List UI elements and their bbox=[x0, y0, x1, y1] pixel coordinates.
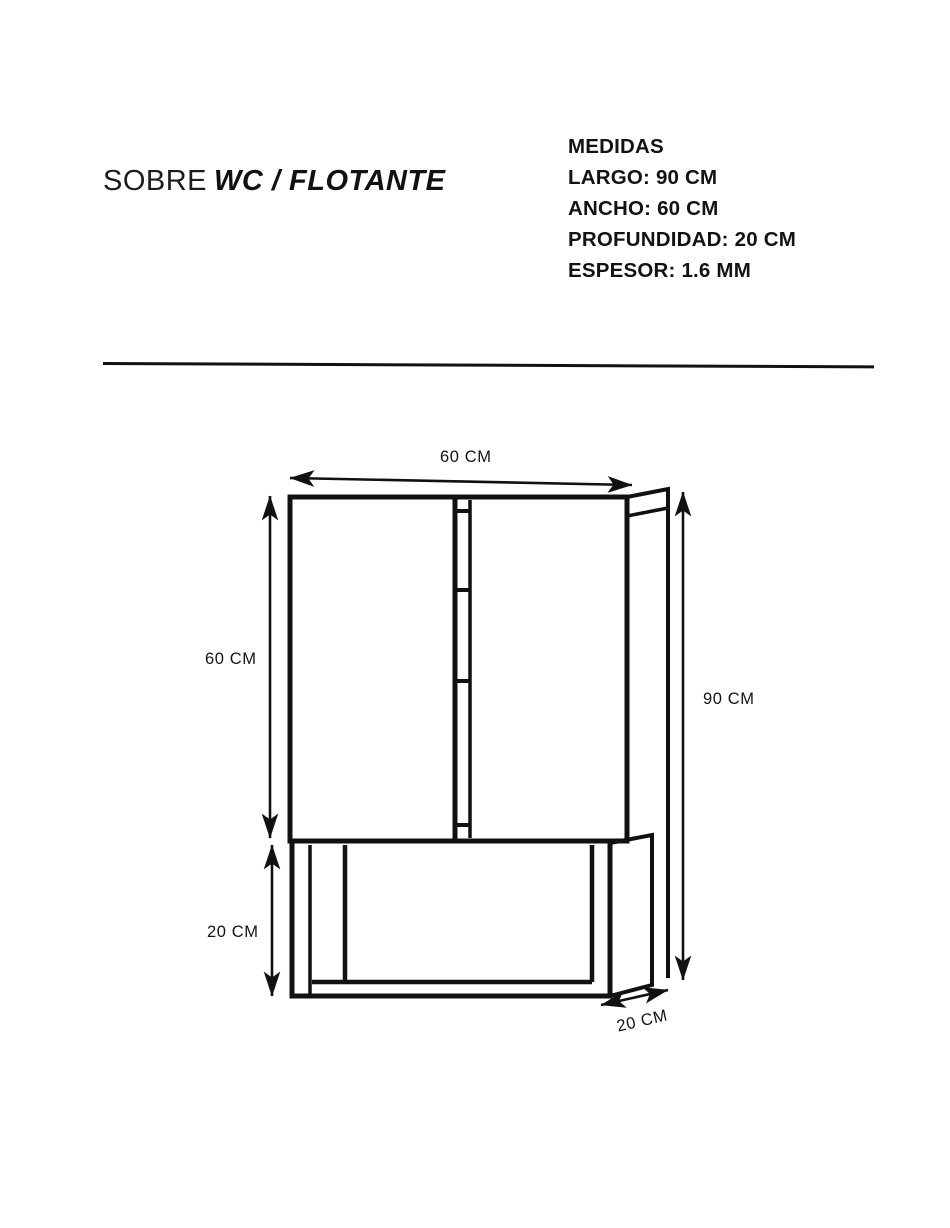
dimension-label-left-upper-height: 60 CM bbox=[205, 650, 257, 668]
measurements-heading: MEDIDAS bbox=[568, 135, 664, 158]
dimension-depth bbox=[600, 987, 669, 1008]
dimension-label-right-total-height: 90 CM bbox=[703, 690, 755, 708]
measurement-largo: LARGO: 90 CM bbox=[568, 166, 718, 189]
upper-cabinet-body bbox=[287, 494, 630, 844]
door-center-stile bbox=[452, 497, 472, 841]
measurement-ancho: ANCHO: 60 CM bbox=[568, 197, 719, 220]
measurements-block: MEDIDAS LARGO: 90 CM ANCHO: 60 CM PROFUN… bbox=[568, 131, 796, 286]
dimension-label-left-lower-height: 20 CM bbox=[207, 923, 259, 941]
dimension-label-top-width: 60 CM bbox=[440, 448, 492, 466]
page-title-secondary: WC / FLOTANTE bbox=[214, 165, 446, 197]
page-title-primary: SOBRE bbox=[103, 165, 208, 197]
measurement-espesor: ESPESOR: 1.6 MM bbox=[568, 259, 751, 282]
door-hinge-marks bbox=[456, 509, 469, 827]
lower-shelf-body bbox=[289, 832, 654, 999]
dimension-top-width bbox=[289, 470, 633, 493]
cabinet-right-side-face bbox=[626, 486, 670, 978]
measurement-profundidad: PROFUNDIDAD: 20 CM bbox=[568, 228, 796, 251]
